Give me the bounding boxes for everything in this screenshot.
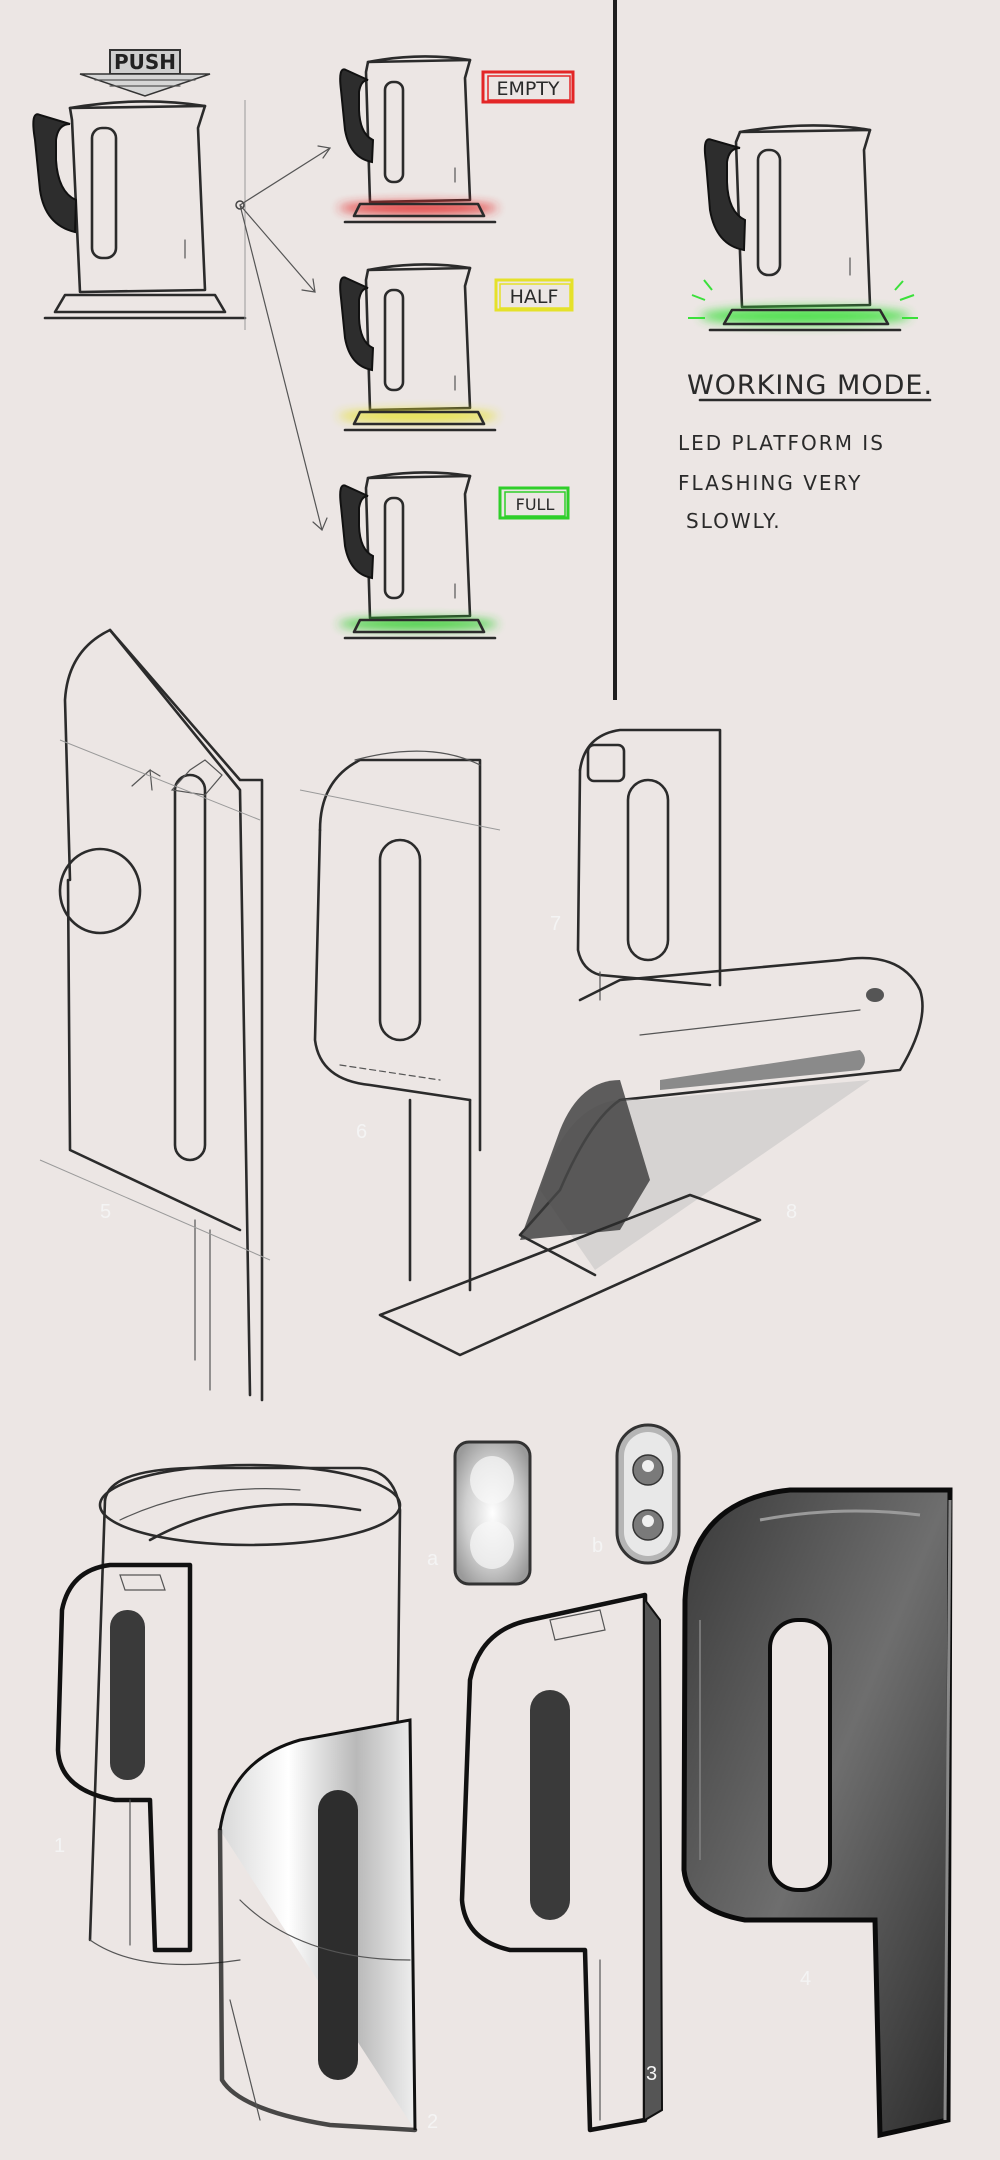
working-mode-note-line-1: LED PLATFORM IS xyxy=(678,431,885,455)
level-tag-full: FULL xyxy=(498,486,570,520)
push-badge: PUSH xyxy=(79,49,211,97)
sketch-number-5: 5 xyxy=(100,1201,111,1223)
sketch-number-8: 8 xyxy=(786,1201,797,1223)
handle-render-1 xyxy=(55,1463,402,1966)
level-tag-empty: EMPTY xyxy=(481,70,575,104)
render-number-3: 3 xyxy=(646,2063,657,2085)
level-kettle-half xyxy=(338,263,498,432)
working-mode-note-line-2: FLASHING VERY xyxy=(678,471,862,495)
handle-render-4 xyxy=(681,1487,953,2139)
level-label-empty: EMPTY xyxy=(496,78,559,100)
level-label-half: HALF xyxy=(510,286,559,308)
sketch-number-7: 7 xyxy=(550,913,561,935)
working-mode-title: WORKING MODE. xyxy=(687,370,933,401)
handle-sketch-7 xyxy=(576,728,722,1001)
detail-letter-a: a xyxy=(427,1548,439,1570)
handle-render-3 xyxy=(459,1592,664,2133)
handle-sketch-8 xyxy=(378,956,924,1357)
working-mode-note-line-3: SLOWLY. xyxy=(686,509,782,533)
level-kettle-empty xyxy=(338,55,498,224)
handle-render-2 xyxy=(217,1718,418,2133)
render-number-2: 2 xyxy=(427,2111,438,2133)
button-detail-b xyxy=(615,1423,681,1565)
working-mode-kettle: WORKING MODE. LED PLATFORM IS FLASHING V… xyxy=(678,124,933,533)
handle-sketch-5 xyxy=(39,628,271,1402)
level-arrows xyxy=(235,145,332,532)
detail-letter-b: b xyxy=(592,1535,603,1557)
level-label-full: FULL xyxy=(516,495,555,514)
handle-sketch-6 xyxy=(299,750,501,1292)
level-kettle-full xyxy=(338,471,498,640)
level-tag-half: HALF xyxy=(494,278,574,312)
push-label: PUSH xyxy=(114,50,176,74)
level-kettles xyxy=(338,55,498,640)
render-number-4: 4 xyxy=(800,1968,811,1990)
render-number-1: 1 xyxy=(54,1835,65,1857)
push-kettle-sketch: PUSH xyxy=(32,49,247,330)
button-detail-a xyxy=(453,1440,532,1586)
sketch-number-6: 6 xyxy=(356,1121,367,1143)
